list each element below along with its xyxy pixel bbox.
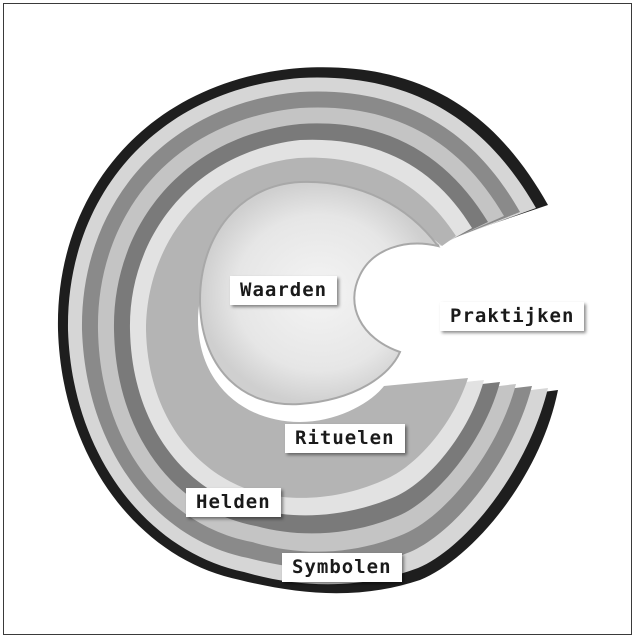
label-waarden: Waarden (230, 276, 337, 305)
label-helden: Helden (186, 488, 281, 517)
label-rituelen: Rituelen (285, 424, 405, 453)
label-symbolen: Symbolen (282, 553, 402, 582)
label-praktijken: Praktijken (440, 302, 584, 331)
